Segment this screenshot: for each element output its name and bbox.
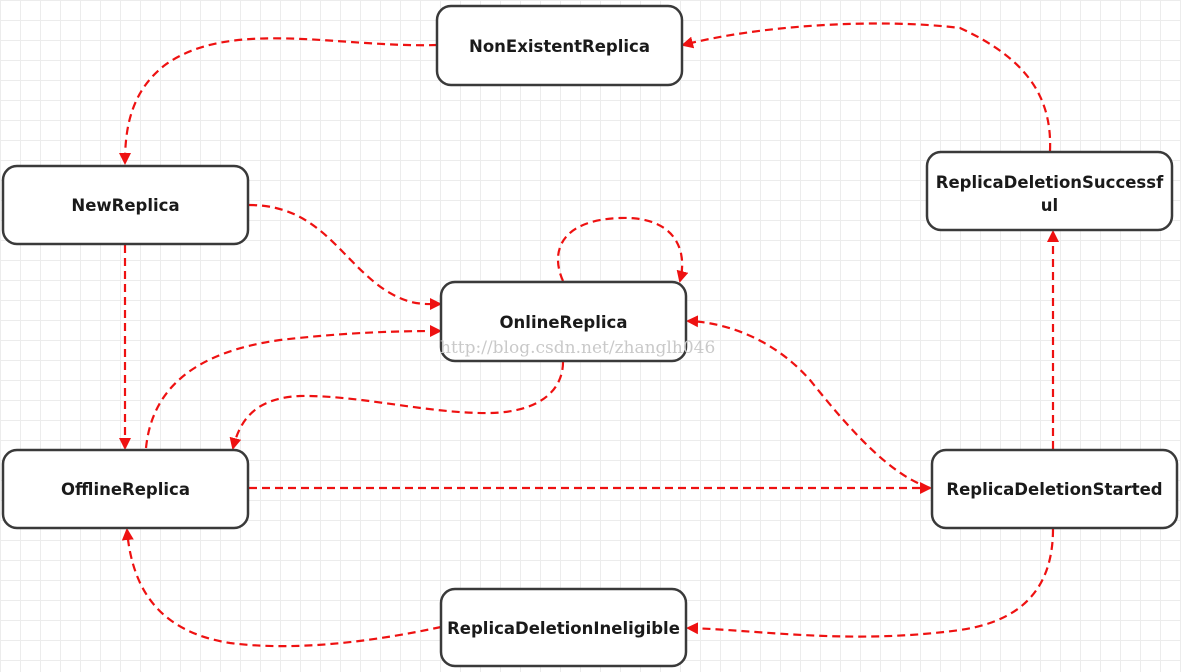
edge-ineligible-to-offline: [121, 528, 442, 648]
state-replica-deletion-ineligible: ReplicaDeletionIneligible: [439, 587, 688, 668]
edge-online-self-loop: [556, 216, 689, 283]
state-label: OfflineReplica: [61, 480, 190, 499]
state-nonexistent-replica: NonExistentReplica: [435, 4, 684, 87]
edge-successful-to-nonexistent: [681, 22, 1052, 152]
state-label-line-2: ul: [1041, 196, 1058, 215]
edge-deletion-started-to-ineligible: [686, 528, 1055, 638]
state-new-replica: NewReplica: [1, 164, 250, 246]
state-label: NewReplica: [71, 196, 179, 215]
state-replica-deletion-started: ReplicaDeletionStarted: [930, 448, 1179, 530]
state-label: OnlineReplica: [500, 313, 628, 332]
edge-online-to-offline: [229, 361, 565, 450]
state-online-replica: OnlineReplica: [439, 280, 688, 363]
edge-offline-to-online: [144, 325, 442, 449]
state-replica-deletion-successful: ReplicaDeletionSuccessf ul: [925, 150, 1174, 232]
edge-new-to-online: [248, 203, 442, 311]
edges: [119, 22, 1059, 648]
state-label: ReplicaDeletionIneligible: [447, 619, 680, 638]
edge-deletion-started-to-online: [686, 315, 931, 490]
state-label: ReplicaDeletionStarted: [946, 480, 1162, 499]
watermark-text: http://blog.csdn.net/zhanglh046: [440, 338, 715, 358]
edge-nonexistent-to-new: [119, 37, 438, 165]
state-label-line-1: ReplicaDeletionSuccessf: [936, 173, 1164, 192]
state-offline-replica: OfflineReplica: [1, 448, 250, 530]
state-label: NonExistentReplica: [469, 37, 650, 56]
